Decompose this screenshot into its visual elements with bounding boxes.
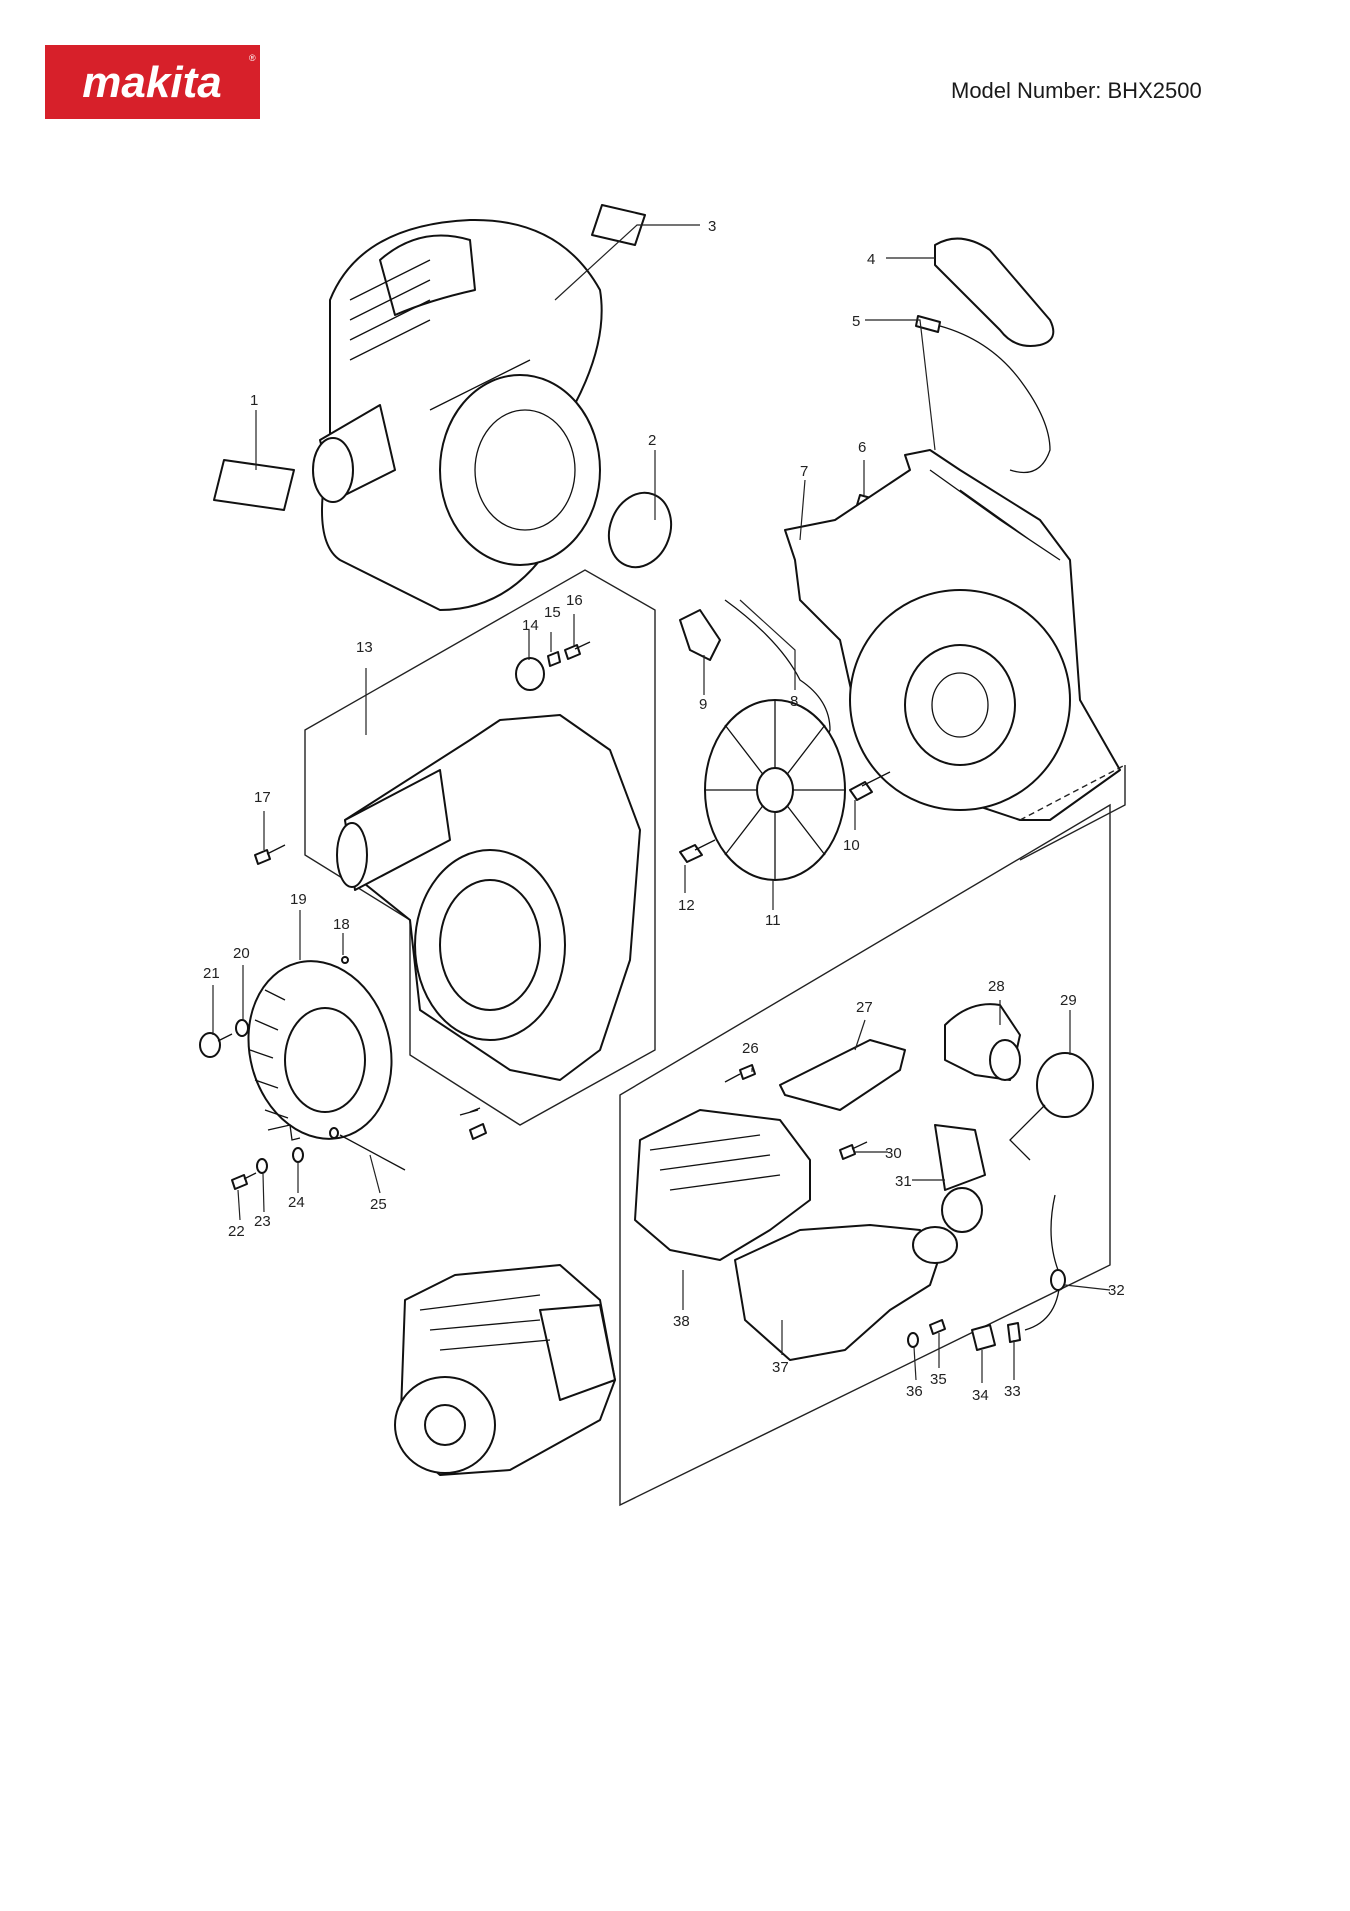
cover-plate-part-27 (779, 1039, 906, 1111)
callout-10: 10 (843, 837, 860, 854)
gasket-part-31 (934, 1124, 986, 1233)
callout-34: 34 (972, 1387, 989, 1404)
callout-25: 25 (370, 1196, 387, 1213)
switch-wire-part-5 (915, 315, 1051, 474)
model-number: Model Number: BHX2500 (951, 78, 1202, 103)
callout-20: 20 (233, 945, 250, 962)
screw-part-30 (839, 1141, 868, 1160)
screw-part-22 (231, 1172, 257, 1190)
air-cleaner-cover-part-28 (944, 1003, 1021, 1081)
callout-1: 1 (250, 392, 258, 409)
callout-30: 30 (885, 1145, 902, 1162)
leader-lines (212, 224, 1111, 1383)
callout-21: 21 (203, 965, 220, 982)
callout-26: 26 (742, 1040, 759, 1057)
callout-16: 16 (566, 592, 583, 609)
callout-24: 24 (288, 1194, 305, 1211)
callout-36: 36 (906, 1383, 923, 1400)
fan-part-11 (704, 699, 846, 881)
knob-screw-part-21 (199, 1032, 233, 1058)
gasket-part-2 (607, 491, 673, 569)
registered-mark-icon: ® (249, 53, 256, 63)
fan-cover-part-19 (247, 960, 393, 1140)
callout-7: 7 (800, 463, 808, 480)
label-part-1 (213, 459, 295, 511)
callout-31: 31 (895, 1173, 912, 1190)
pin-part-18 (341, 956, 349, 964)
screw-part-17 (254, 844, 286, 865)
callout-15: 15 (544, 604, 561, 621)
washer-part-23 (256, 1158, 268, 1174)
fan-housing-part-7 (784, 449, 1121, 821)
callout-8: 8 (790, 693, 798, 710)
logo-background (45, 45, 260, 119)
callout-4: 4 (867, 251, 875, 268)
callout-23: 23 (254, 1213, 271, 1230)
callout-18: 18 (333, 916, 350, 933)
spring-part-24 (267, 1124, 304, 1163)
screw-part-26 (724, 1064, 756, 1083)
screw-front-cover (459, 1107, 481, 1116)
callout-2: 2 (648, 432, 656, 449)
fuel-cap-part-29 (1009, 1052, 1094, 1161)
callout-13: 13 (356, 639, 373, 656)
callout-38: 38 (673, 1313, 690, 1330)
tank-cover-part-38 (634, 1109, 811, 1261)
front-cover-illustration (336, 714, 641, 1081)
logo-text: makita (82, 58, 221, 107)
callout-37: 37 (772, 1359, 789, 1376)
callout-27: 27 (856, 999, 873, 1016)
callout-22: 22 (228, 1223, 245, 1240)
engine-illustration (394, 1264, 616, 1476)
screw-part-16 (564, 641, 591, 660)
fuel-tank-part-37 (734, 1224, 958, 1361)
callout-11: 11 (765, 912, 781, 929)
screw-part-10 (849, 771, 891, 801)
screw-part-35 (929, 1319, 946, 1335)
screw-front-cover-head (469, 1123, 487, 1140)
callout-labels: 1 2 3 4 5 6 7 8 9 10 11 12 13 14 15 16 1… (203, 218, 1125, 1404)
callout-35: 35 (930, 1371, 947, 1388)
washer-part-20 (235, 1019, 249, 1037)
callout-6: 6 (858, 439, 866, 456)
callout-28: 28 (988, 978, 1005, 995)
callout-3: 3 (708, 218, 716, 235)
callout-14: 14 (522, 617, 539, 634)
knob-part-14 (515, 657, 545, 691)
callout-19: 19 (290, 891, 307, 908)
callout-12: 12 (678, 897, 695, 914)
washer-part-36 (907, 1332, 919, 1348)
spring-part-15 (547, 651, 561, 667)
screw-part-12 (679, 839, 716, 863)
callout-29: 29 (1060, 992, 1077, 1009)
callout-32: 32 (1108, 1282, 1125, 1299)
handle-grip-part-4 (934, 237, 1055, 347)
throttle-lever-part-9 (679, 609, 721, 661)
blower-housing-illustration (312, 218, 603, 611)
grommet-part-33 (1007, 1322, 1021, 1343)
callout-5: 5 (852, 313, 860, 330)
fuel-line-part-32 (1024, 1194, 1066, 1331)
label-part-3 (591, 204, 646, 246)
rod-part-25 (329, 1127, 406, 1171)
makita-logo: makita ® (45, 45, 260, 119)
callout-33: 33 (1004, 1383, 1021, 1400)
fuel-filter-part-34 (971, 1324, 996, 1351)
engine-assembly-box (619, 803, 1111, 1507)
callout-17: 17 (254, 789, 271, 806)
callout-9: 9 (699, 696, 707, 713)
